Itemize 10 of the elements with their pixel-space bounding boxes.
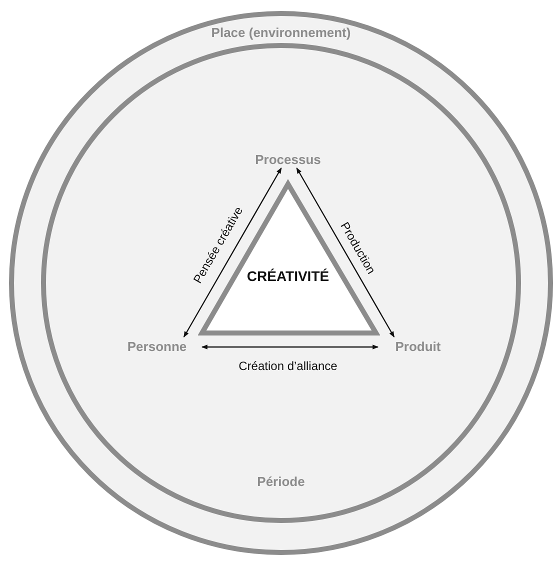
node-label: CRÉATIVITÉ bbox=[246, 268, 330, 284]
vertex-label: Personne bbox=[112, 337, 202, 355]
double-arrow bbox=[296, 167, 395, 338]
node-label: Place (environnement) bbox=[210, 25, 352, 40]
edge-label: Création d’alliance bbox=[238, 359, 338, 373]
double-arrow bbox=[201, 344, 379, 350]
double-arrow bbox=[183, 167, 282, 338]
node-label: Période bbox=[256, 474, 306, 489]
vertex-label: Processus bbox=[238, 150, 338, 168]
vertex-label: Produit bbox=[378, 337, 458, 355]
